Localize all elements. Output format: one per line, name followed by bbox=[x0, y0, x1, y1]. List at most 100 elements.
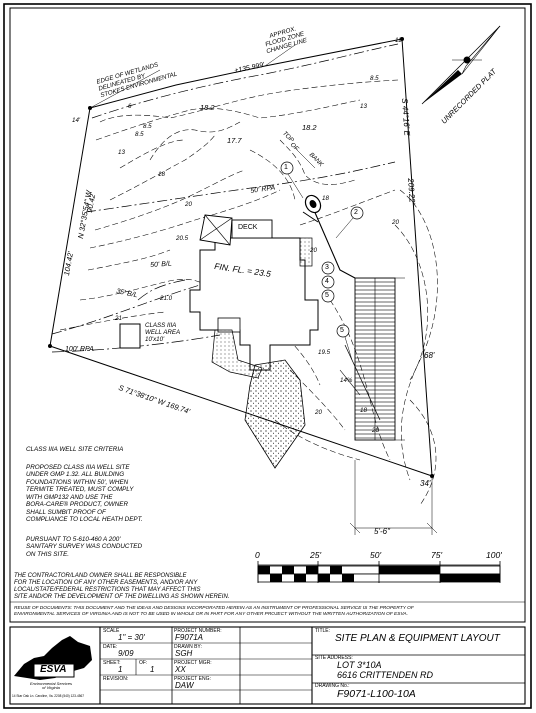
scale-label: 75' bbox=[431, 550, 443, 560]
callout-number: 1 bbox=[284, 164, 288, 171]
scale-label: 50' bbox=[370, 550, 382, 560]
scale-label: 100' bbox=[486, 550, 502, 560]
house-footprint bbox=[189, 237, 319, 371]
revision-label: REVISION: bbox=[103, 676, 129, 682]
drawing-title: SITE PLAN & EQUIPMENT LAYOUT bbox=[335, 633, 500, 644]
contour-label: 18 bbox=[158, 171, 165, 178]
title-label: TITLE: bbox=[315, 628, 331, 634]
site-address-1: LOT 3*10A bbox=[337, 660, 382, 670]
date-value: 9/09 bbox=[118, 649, 134, 658]
sheet-label: SHEET: bbox=[103, 660, 121, 666]
drawn-by-label: DRAWN BY: bbox=[174, 644, 202, 650]
slope-label: 14% bbox=[340, 377, 353, 384]
dim-68: 68' bbox=[424, 351, 435, 360]
of-label-heading: OF: bbox=[139, 660, 148, 666]
contour-label: 6 bbox=[128, 103, 132, 110]
well-area-label: CLASS IIIA WELL AREA 10'x10' bbox=[145, 322, 180, 343]
scale-label-heading: SCALE bbox=[103, 628, 120, 634]
project-mgr: XX bbox=[175, 665, 186, 674]
contour-label: 20 bbox=[315, 409, 322, 416]
callout-number: 5 bbox=[325, 292, 329, 299]
contour-label: 20.5 bbox=[176, 235, 189, 242]
corner-marker bbox=[48, 344, 52, 348]
contour-label: 21.0 bbox=[160, 295, 173, 302]
contour-label: 18 bbox=[360, 407, 367, 414]
contour-label: 8.5 bbox=[370, 75, 379, 82]
project-mgr-label: PROJECT MGR: bbox=[174, 660, 212, 666]
rpa-100-label: 100' RPA bbox=[65, 346, 94, 353]
esva-logo-icon bbox=[14, 636, 92, 680]
criteria-title: CLASS IIIA WELL SITE CRITERIA bbox=[26, 446, 124, 453]
contour-label: 13 bbox=[360, 103, 367, 110]
well-area-line-3: 10'x10' bbox=[145, 336, 165, 344]
rpa-line bbox=[51, 279, 221, 353]
contour-label: 8.5 bbox=[135, 131, 144, 138]
project-eng-label: PROJECT ENG: bbox=[174, 676, 211, 682]
callout-circles bbox=[280, 161, 364, 338]
reuse-note: REUSE OF DOCUMENTS: THIS DOCUMENT AND TH… bbox=[14, 606, 414, 617]
deck-label: DECK bbox=[238, 224, 258, 231]
date-label: DATE: bbox=[103, 644, 118, 650]
logo-address: 14 Star Oak Ln. Caroline, Va. 2208 (540)… bbox=[12, 694, 85, 698]
well-area-box bbox=[119, 323, 141, 349]
logo-text: ESVA bbox=[40, 664, 67, 675]
drawing-no-label: DRAWING No.: bbox=[315, 683, 350, 689]
drawn-by: SGH bbox=[175, 649, 193, 658]
wetland-line bbox=[51, 43, 399, 335]
contour-label: 18.2 bbox=[302, 123, 317, 132]
corner-marker bbox=[430, 474, 434, 478]
callout-number: 4 bbox=[325, 278, 329, 285]
project-number-label: PROJECT NUMBER: bbox=[174, 628, 222, 634]
dim-14: 14' bbox=[72, 117, 81, 124]
callout-number: 5 bbox=[340, 327, 344, 334]
corner-marker bbox=[400, 37, 404, 41]
driveway bbox=[244, 359, 306, 469]
scale-label: 25' bbox=[310, 550, 322, 560]
contour-label: 20 bbox=[185, 201, 192, 208]
contour-label: 18.2 bbox=[200, 103, 215, 112]
callout-number: 3 bbox=[325, 264, 329, 271]
contour-label: 20 bbox=[310, 247, 317, 254]
contour-label: 19.5 bbox=[318, 349, 331, 356]
sewer-line bbox=[312, 207, 356, 279]
property-lines bbox=[49, 38, 433, 477]
project-number: F9071A bbox=[175, 633, 204, 642]
plan-frame bbox=[9, 7, 526, 623]
contractor-note: THE CONTRACTOR/LAND OWNER SHALL BE RESPO… bbox=[14, 573, 230, 601]
contour-label: 17.7 bbox=[227, 136, 242, 145]
sheet-of: 1 bbox=[150, 665, 155, 674]
sheet-number: 1 bbox=[118, 665, 123, 674]
east-bearing: S 44°16' E bbox=[400, 97, 412, 137]
deck-outline bbox=[231, 219, 273, 239]
contour-label: 20 bbox=[392, 219, 399, 226]
contour-label: 21 bbox=[115, 315, 122, 322]
contour-label: 18 bbox=[322, 195, 329, 202]
east-distance: 209.22' bbox=[406, 177, 417, 205]
outer-border bbox=[3, 3, 532, 709]
scale-value: 1" = 30' bbox=[118, 633, 145, 642]
site-address-label: SITE ADDRESS: bbox=[315, 655, 353, 661]
dim-12: 12' bbox=[395, 37, 404, 44]
bl-50-label: 50' B/L bbox=[150, 260, 173, 269]
scale-bar bbox=[257, 561, 501, 583]
logo-subtitle: Environmental Services of Virginia bbox=[30, 681, 73, 691]
well-area-line-2: WELL AREA bbox=[145, 329, 181, 337]
scale-label: 0 bbox=[255, 550, 260, 560]
contour-label: 20 bbox=[372, 427, 379, 434]
callout-number: 2 bbox=[354, 209, 358, 216]
walkway bbox=[211, 329, 263, 379]
dim-34: 34' bbox=[420, 479, 431, 488]
porch-steps bbox=[299, 237, 313, 267]
deck bbox=[199, 214, 233, 246]
well-symbol bbox=[302, 194, 322, 223]
criteria-body: PROPOSED CLASS IIIA WELL SITE UNDER GMP … bbox=[26, 464, 143, 523]
survey-note: PURSUANT TO 5-610-460 A 200' SANITARY SU… bbox=[26, 536, 143, 558]
title-block-frame bbox=[9, 626, 526, 705]
dim-5-6: 5'-6" bbox=[374, 527, 390, 536]
contour-label: 8.5 bbox=[143, 123, 152, 130]
north-arrow-icon bbox=[421, 25, 501, 105]
drawing-number: F9071-L100-10A bbox=[337, 688, 416, 700]
contour-label: 13 bbox=[118, 149, 125, 156]
site-address-2: 6616 CRITTENDEN RD bbox=[337, 670, 434, 680]
